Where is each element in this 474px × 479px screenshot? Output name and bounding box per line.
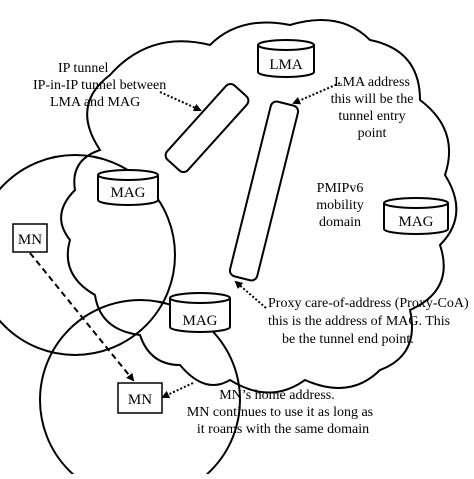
mn-home-line-1: MN’s home address. [219,388,335,403]
domain-line-2: mobility [316,198,363,213]
lma-address-line-2: this will be the [331,92,414,107]
pmipv6-domain-cloud [60,19,458,394]
mag-bottom-label: MAG [182,313,217,329]
proxy-coa-line-3: be the tunnel end point. [282,332,414,347]
domain-line-1: PMIPv6 [317,181,364,196]
ip-tunnel-line-2: IP-in-IP tunnel between [33,78,166,93]
mn-home-address-pointer-arrow [161,382,194,399]
domain-annotation: PMIPv6 mobility domain [316,181,363,230]
lma-address-line-1: LMA address [334,75,410,90]
mag-left-label: MAG [110,185,145,201]
mn-movement-arrow [29,252,135,382]
mag-right-node: MAG [383,197,449,235]
mn-top-node: MN [12,223,48,253]
tunnel-pipe-lma-mag-bottom [228,100,300,282]
ip-tunnel-pointer-arrow [159,91,202,112]
proxy-coa-pointer-arrow [234,280,267,309]
domain-line-3: domain [319,215,361,230]
lma-address-pointer-arrow [292,82,341,105]
lma-address-line-4: point [358,126,387,141]
lma-address-annotation: LMA address this will be the tunnel entr… [331,75,414,141]
tunnel-pipe-lma-mag-left [164,82,250,174]
lma-label: LMA [269,57,303,73]
mn-top-label: MN [18,232,42,248]
mn-home-line-3: it roams with the same domain [197,422,369,437]
mag-bottom-node: MAG [169,292,231,333]
ip-tunnel-line-1: IP tunnel [58,61,109,76]
mag-bottom-coverage-circle [39,299,241,479]
proxy-coa-line-1: Proxy care-of-address (Proxy-CoA) [268,296,469,311]
mn-home-address-annotation: MN’s home address. MN continues to use i… [187,388,373,437]
mag-left-coverage-circle [0,154,176,356]
mag-right-label: MAG [398,214,433,230]
mn-home-line-2: MN continues to use it as long as [187,405,373,420]
lma-address-line-3: tunnel entry [338,109,405,124]
mn-bottom-node: MN [117,382,163,414]
ip-tunnel-line-3: LMA and MAG [50,95,140,110]
mag-left-node: MAG [97,169,159,206]
proxy-coa-annotation: Proxy care-of-address (Proxy-CoA) this i… [268,296,469,347]
proxy-coa-line-2: this is the address of MAG. This [268,314,450,329]
ip-tunnel-annotation: IP tunnel IP-in-IP tunnel between LMA an… [33,61,166,110]
mn-bottom-label: MN [128,392,152,408]
lma-node: LMA [257,39,315,78]
